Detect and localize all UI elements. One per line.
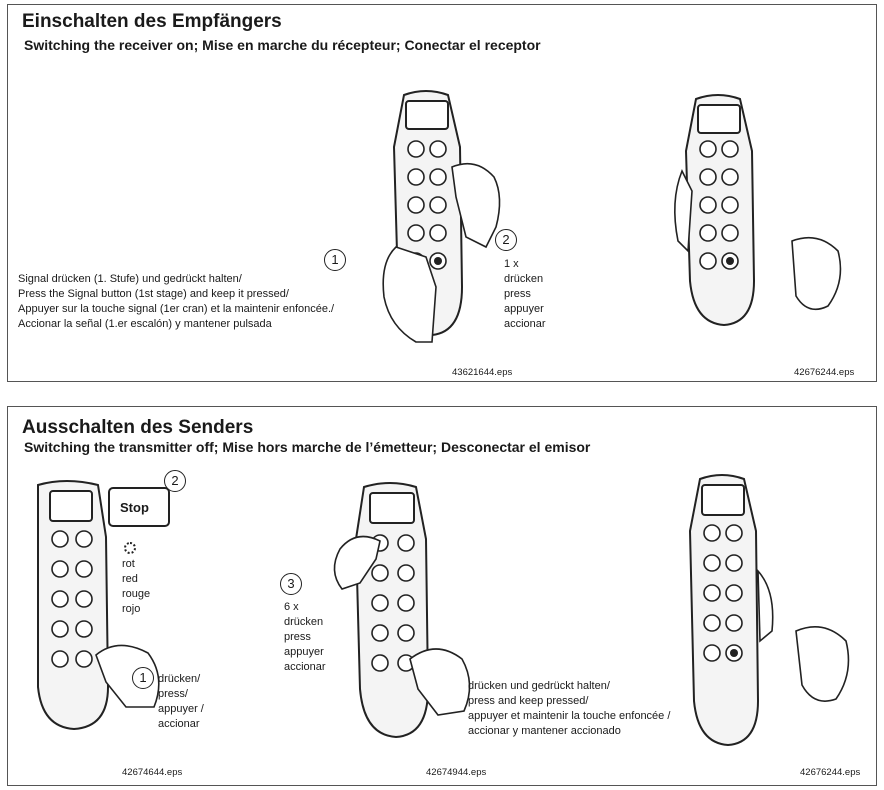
step-3-marker: 3: [280, 573, 302, 595]
panel2-subtitle: Switching the transmitter off; Mise hors…: [24, 439, 591, 455]
remote-control-icon: [674, 94, 842, 327]
remote-control-icon: [37, 480, 160, 731]
hold-instruction-text: drücken und gedrückt halten/ press and k…: [468, 680, 671, 737]
remote-control-icon: [382, 90, 501, 343]
led-color-text: rot red rouge rojo: [122, 558, 151, 615]
panel2-file-b: 42674944.eps: [426, 767, 487, 778]
panel1-file-b: 42676244.eps: [794, 367, 855, 378]
remote-control-icon: [688, 474, 850, 747]
panel-transmitter-off: Ausschalten des Senders Switching the tr…: [7, 406, 877, 786]
step-1-marker: 1: [132, 667, 154, 689]
stop-display-icon: [108, 487, 170, 527]
step-2-marker: 2: [495, 229, 517, 251]
panel-receiver-on: Einschalten des Empfängers Switching the…: [7, 4, 877, 382]
panel1-subtitle: Switching the receiver on; Mise en march…: [24, 37, 541, 53]
panel2-title: Ausschalten des Senders: [22, 417, 254, 438]
panel2-file-c: 42676244.eps: [800, 767, 861, 778]
led-indicator-icon: [124, 542, 136, 554]
panel1-step2-text: 1 x drücken press appuyer accionar: [504, 258, 546, 330]
panel1-file-a: 43621644.eps: [452, 367, 513, 378]
panel1-title: Einschalten des Empfängers: [22, 11, 282, 32]
stop-display-label: Stop: [120, 500, 149, 515]
panel2-file-a: 42674644.eps: [122, 767, 183, 778]
step-1-marker: 1: [324, 249, 346, 271]
panel1-instruction: Signal drücken (1. Stufe) und gedrückt h…: [18, 273, 335, 330]
remote-control-icon: [333, 482, 471, 739]
step-2-marker: 2: [164, 470, 186, 492]
step3-press-text: 6 x drücken press appuyer accionar: [284, 601, 326, 673]
step1-press-text: drücken/ press/ appuyer / accionar: [158, 673, 204, 730]
